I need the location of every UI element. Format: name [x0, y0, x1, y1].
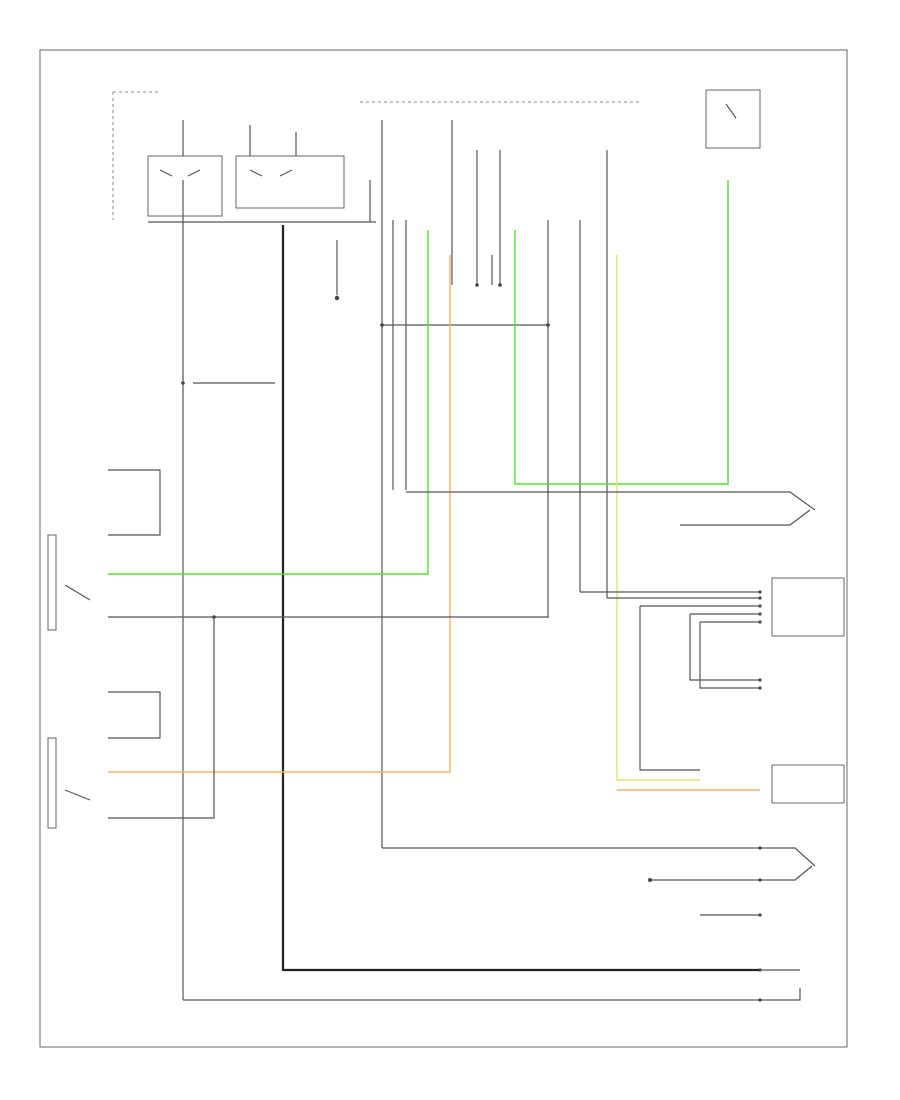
top-fuse-block	[112, 91, 345, 220]
relay-box-left	[147, 155, 223, 217]
yellow-wire	[616, 255, 700, 781]
black-wire	[281, 225, 760, 972]
orange-wire	[108, 255, 451, 773]
liftgate-open-close-switches	[760, 847, 816, 881]
liftgate-latch-release-switch	[760, 509, 811, 526]
diagram-border	[39, 49, 848, 1048]
vertical-wires	[182, 120, 608, 1000]
relay-box-right	[235, 155, 345, 209]
right-fuse-block	[705, 89, 761, 149]
liftgate-ajar-switch	[760, 491, 816, 511]
green-wire-left	[108, 230, 429, 575]
green-wire-right	[514, 180, 729, 485]
right-pull-down-unit	[47, 691, 161, 829]
left-pull-down-unit	[47, 469, 161, 631]
bottom-right-actuator	[760, 969, 801, 1001]
ground-center	[334, 240, 340, 301]
liftgate-module	[771, 577, 845, 804]
horizontal-wires	[108, 491, 760, 1001]
body-control-module	[148, 101, 640, 223]
connector-dots	[181, 283, 762, 1002]
